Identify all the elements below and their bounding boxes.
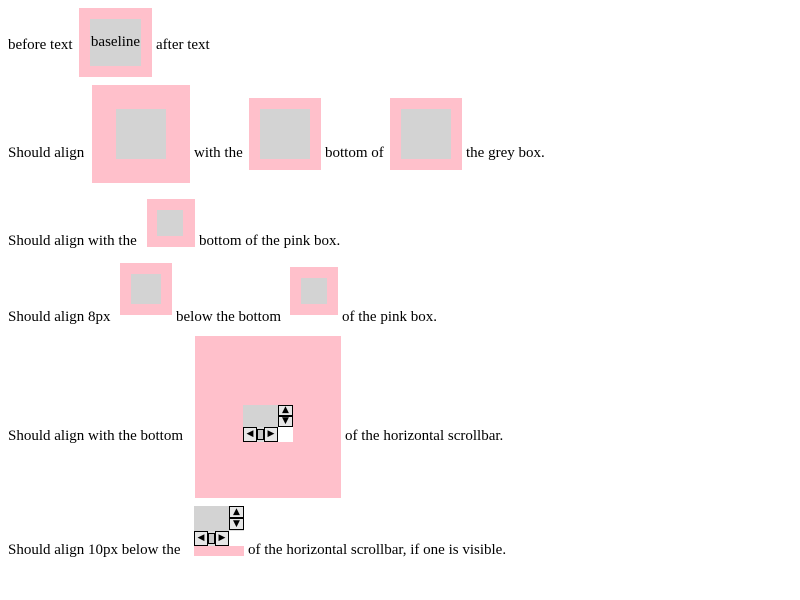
row2-pink-box-mid (249, 98, 321, 170)
row2-text-2: with the (194, 145, 243, 161)
row4-text-1: Should align 8px (8, 309, 111, 325)
row2-grey-box-large (116, 109, 166, 159)
row4-pink-box-1 (120, 263, 172, 315)
row5-scroll-corner (278, 427, 293, 442)
row2-grey-box-mid (260, 109, 310, 159)
arrow-right-icon: ▶ (218, 533, 226, 543)
row5-vertical-scrollbar[interactable]: ▲ ▼ (278, 405, 293, 427)
row2-text-1: Should align (8, 145, 85, 161)
arrow-left-icon: ◀ (246, 429, 254, 439)
row5-scroll-thumb[interactable] (257, 429, 264, 440)
baseline-label: baseline (90, 34, 141, 50)
row6-scroll-corner (229, 531, 244, 546)
row5-scroll-up-button[interactable]: ▲ (278, 405, 293, 416)
row6-scroll-right-button[interactable]: ▶ (215, 531, 229, 546)
row5-scroll-down-button[interactable]: ▼ (278, 416, 293, 427)
row4-text-2: below the bottom (176, 309, 281, 325)
arrow-up-icon: ▲ (233, 506, 240, 517)
row2-grey-box-right (401, 109, 451, 159)
row5-text-1: Should align with the bottom (8, 428, 183, 444)
row1-before-text: before text (8, 37, 73, 53)
row6-scroll-box[interactable]: ▲ ▼ ◀ ▶ (194, 506, 244, 546)
arrow-left-icon: ◀ (197, 533, 205, 543)
row2-text-4: the grey box. (466, 145, 545, 161)
row6-scroll-up-button[interactable]: ▲ (229, 506, 244, 518)
row6-text-2: of the horizontal scrollbar, if one is v… (248, 542, 507, 558)
row3-text-1: Should align with the (8, 233, 137, 249)
row3-grey-box (157, 210, 183, 236)
row5-horizontal-scrollbar[interactable]: ◀ ▶ (243, 427, 278, 442)
row6-text-1: Should align 10px below the (8, 542, 181, 558)
row6-scroll-content (194, 506, 229, 531)
row1-after-text: after text (156, 37, 210, 53)
row5-scroll-box[interactable]: ▲ ▼ ◀ ▶ (243, 405, 293, 442)
row5-scroll-left-button[interactable]: ◀ (243, 427, 257, 442)
row6-pink-strip (194, 546, 244, 556)
row6-horizontal-scrollbar[interactable]: ◀ ▶ (194, 531, 229, 546)
row2-pink-box-right (390, 98, 462, 170)
row3-pink-box (147, 199, 195, 247)
row5-text-2: of the horizontal scrollbar. (345, 428, 504, 444)
row4-pink-box-2 (290, 267, 338, 315)
row6-vertical-scrollbar[interactable]: ▲ ▼ (229, 506, 244, 531)
row2-text-3: bottom of (325, 145, 384, 161)
row5-pink-box: ▲ ▼ ◀ ▶ (195, 336, 341, 498)
arrow-up-icon: ▲ (282, 405, 289, 415)
row4-grey-box-2 (301, 278, 327, 304)
row5-scroll-right-button[interactable]: ▶ (264, 427, 278, 442)
baseline-grey-box: baseline (90, 19, 141, 66)
arrow-down-icon: ▼ (233, 518, 240, 529)
baseline-pink-box: baseline (79, 8, 152, 77)
arrow-right-icon: ▶ (267, 429, 275, 439)
row5-scroll-content (243, 405, 278, 427)
arrow-down-icon: ▼ (282, 416, 289, 426)
row6-scroll-thumb[interactable] (208, 533, 215, 544)
row6-scroll-down-button[interactable]: ▼ (229, 518, 244, 530)
row3-text-2: bottom of the pink box. (199, 233, 341, 249)
row2-pink-box-large (92, 85, 190, 183)
row6-scroll-left-button[interactable]: ◀ (194, 531, 208, 546)
row4-grey-box-1 (131, 274, 161, 304)
row4-text-3: of the pink box. (342, 309, 437, 325)
